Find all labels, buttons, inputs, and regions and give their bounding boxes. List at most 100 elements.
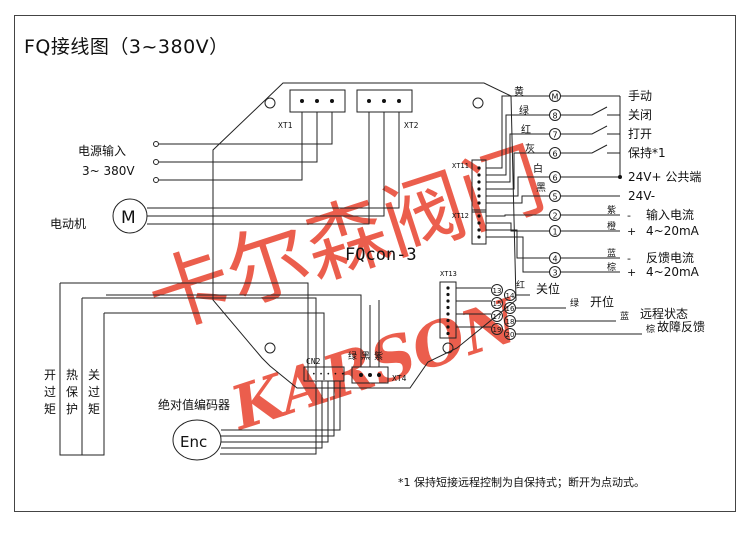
wire-black: 黑 (536, 182, 546, 194)
wire-switch-3 (104, 312, 325, 380)
wire-switch-2 (82, 297, 317, 380)
wire-colour: 棕 (646, 323, 655, 335)
label-xt13: XT13 (440, 270, 457, 278)
wire-switch-1 (60, 282, 309, 380)
xt11-pin (477, 187, 481, 191)
label-xt4: XT4 (392, 374, 407, 383)
terminal-number: 18 (506, 318, 515, 326)
wire-colour: 棕 (607, 261, 616, 273)
terminal-number: 17 (493, 313, 502, 321)
terminal-number: 5 (552, 193, 557, 202)
power-terminal (153, 141, 159, 147)
terminal-top: 6 24V+ 公共端 (486, 170, 701, 197)
wire-yellow: 黄 (514, 85, 524, 98)
terminal-bottom: 13 14红关位 (456, 279, 560, 301)
power-terminal (153, 159, 159, 165)
terminal-label: 关闭 (628, 108, 652, 122)
diagram-frame (14, 15, 736, 512)
xt12-pin (477, 235, 481, 239)
xt4-wire-black: 黑 (361, 351, 370, 362)
terminal-top: 5 24V- (486, 189, 655, 204)
wire-colour: 红 (516, 279, 525, 291)
xt13-pin (446, 292, 450, 297)
terminal-label: 反馈电流 (646, 251, 694, 265)
wire-red: 红 (521, 123, 531, 136)
xt13-pin (446, 325, 450, 329)
terminal-label: 24V- (628, 189, 655, 203)
xt13-pin (446, 286, 450, 290)
terminal-number: 2 (552, 212, 557, 221)
terminal-number: 3 (552, 269, 557, 278)
mount-hole (472, 97, 484, 109)
wire-colour: 橙 (607, 220, 616, 232)
terminal-number: 15 (493, 300, 502, 308)
terminal-number: 8 (552, 112, 557, 121)
xt11-pin (477, 194, 481, 198)
wire-colour: 蓝 (620, 310, 629, 322)
power-terminal (153, 177, 159, 183)
terminal-bottom: 15 16 绿开位 (456, 294, 614, 314)
terminal-label: 远程状态 (640, 306, 688, 321)
xt11-pin (477, 166, 481, 170)
svg-text:• • • • •: • • • • • (312, 371, 345, 378)
terminal-mid: 1 橙 +4~20mA (486, 220, 700, 238)
terminal-label: 关位 (536, 281, 560, 296)
xt12-pin (477, 221, 481, 225)
terminal-bottom: 19 20 棕故障反馈 (456, 319, 705, 340)
xt13-pin (446, 305, 450, 310)
terminal-label: 4~20mA (646, 224, 700, 238)
wire-grey: 灰 (525, 142, 535, 155)
connector-cn2 (303, 366, 345, 382)
encoder-label: 绝对值编码器 (158, 397, 230, 412)
terminal-label: 开位 (590, 294, 614, 309)
terminal-label: 输入电流 (646, 207, 694, 222)
connector-xt12 (471, 209, 487, 245)
polarity-sign: + (627, 225, 636, 238)
wire-colour: 紫 (607, 205, 616, 216)
label-xt1: XT1 (278, 121, 293, 130)
mount-hole (264, 97, 276, 109)
terminal-number: 20 (506, 331, 515, 339)
wire-green: 绿 (519, 104, 529, 117)
terminal-number: 6 (552, 174, 557, 183)
terminal-number: M (552, 93, 559, 102)
polarity-sign: - (627, 209, 631, 222)
terminal-number: 19 (493, 326, 502, 334)
xt11-pin (477, 173, 481, 177)
switch-open-torque: 开过矩 (44, 368, 56, 416)
footnote: *1 保持短接远程控制为自保持式；断开为点动式。 (398, 475, 645, 489)
terminal-top: 8 关闭 (486, 108, 652, 176)
encoder-symbol: Enc (180, 433, 207, 451)
power-spec-label: 3~ 380V (82, 164, 135, 178)
wire-colour: 绿 (570, 297, 579, 309)
mount-hole (264, 342, 276, 354)
motor-label: 电动机 (50, 217, 86, 231)
terminal-number: 6 (552, 150, 557, 159)
connector-xt11 (471, 159, 487, 213)
terminal-label: 打开 (628, 127, 652, 141)
wire-white: 白 (533, 162, 543, 175)
xt13-pin (446, 299, 450, 303)
page-title: FQ接线图（3~380V） (24, 36, 229, 58)
terminal-mid: 3 棕 +4~20mA (486, 236, 700, 279)
terminal-label: 故障反馈 (657, 319, 705, 334)
polarity-sign: - (627, 252, 631, 265)
xt12-pin (477, 228, 481, 232)
switch-close-torque: 关过矩 (88, 368, 100, 416)
polarity-sign: + (627, 266, 636, 279)
terminal-number: 16 (506, 305, 515, 313)
terminal-number: 14 (506, 292, 515, 300)
xt11-pin (477, 201, 481, 205)
terminal-number: 1 (552, 228, 557, 237)
wire-colour: 蓝 (607, 247, 616, 259)
motor-symbol: M (121, 208, 136, 228)
terminal-number: 13 (493, 287, 502, 295)
terminal-label: 24V+ 公共端 (628, 170, 701, 184)
xt13-pin (446, 318, 450, 323)
terminal-label: 4~20mA (646, 265, 700, 279)
